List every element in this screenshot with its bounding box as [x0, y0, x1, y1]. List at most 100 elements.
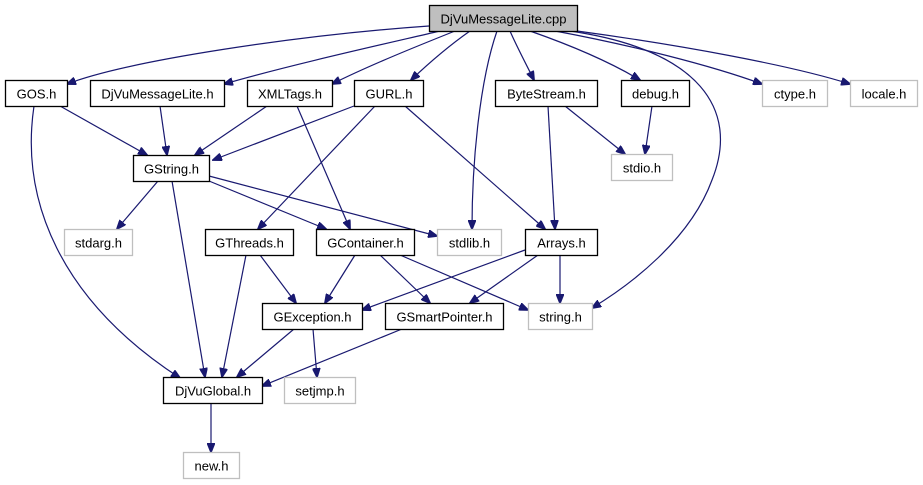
node-root[interactable]: DjVuMessageLite.cpp [428, 4, 579, 33]
node-stdarg: stdarg.h [63, 228, 134, 257]
node-box [63, 228, 134, 257]
node-djvumessagelite-h[interactable]: DjVuMessageLite.h [89, 79, 226, 108]
node-label: DjVuMessageLite.cpp [441, 12, 567, 27]
node-box [182, 451, 241, 480]
node-xmltags[interactable]: XMLTags.h [246, 79, 334, 108]
edge-bytestream-to-arrays [547, 105, 555, 229]
edge-gos-to-djvuglobal [30, 105, 180, 378]
edge-gexception-to-djvuglobal [237, 328, 295, 377]
node-gos[interactable]: GOS.h [4, 79, 69, 108]
node-label: ctype.h [774, 87, 816, 102]
node-box [610, 153, 674, 182]
node-label: DjVuMessageLite.h [101, 87, 213, 102]
node-label: setjmp.h [295, 384, 344, 399]
node-box [132, 154, 211, 183]
node-new: new.h [182, 451, 241, 480]
edge-root-to-stdlib [472, 30, 498, 229]
edge-gsmartpointer-to-djvuglobal [262, 328, 403, 386]
node-box [527, 302, 594, 331]
node-box [761, 79, 829, 108]
node-label: GSmartPointer.h [396, 310, 492, 325]
node-box [494, 79, 599, 108]
edge-gstring-to-gcontainer [208, 180, 326, 229]
edge-root-to-string [569, 30, 721, 308]
edge-root-to-gurl [411, 30, 471, 80]
node-debug[interactable]: debug.h [620, 79, 691, 108]
edge-root-to-djvumessagelite_h [224, 30, 441, 84]
edge-gcontainer-to-gsmartpointer [379, 254, 430, 303]
edge-root-to-gos [67, 25, 430, 84]
node-box [384, 302, 505, 331]
edge-root-to-locale [576, 30, 850, 84]
node-box [428, 4, 579, 33]
edge-xmltags-to-gcontainer [296, 105, 350, 229]
edge-root-to-ctype [554, 30, 762, 84]
node-gurl[interactable]: GURL.h [353, 79, 425, 108]
node-string: string.h [527, 302, 594, 331]
node-label: Arrays.h [537, 236, 585, 251]
edge-gurl-to-arrays [404, 105, 545, 229]
edge-gthreads-to-djvuglobal [222, 254, 247, 377]
edge-root-to-xmltags [332, 30, 456, 84]
edge-gurl-to-gstring [213, 105, 355, 160]
edge-arrays-to-gexception [362, 249, 526, 310]
node-box [283, 376, 357, 405]
node-box [436, 228, 503, 257]
edge-root-to-debug [529, 30, 640, 80]
node-label: string.h [539, 310, 582, 325]
edge-root-to-bytestream [509, 30, 534, 80]
node-locale: locale.h [849, 79, 919, 108]
edge-bytestream-to-stdio [564, 105, 625, 154]
node-bytestream[interactable]: ByteStream.h [494, 79, 599, 108]
node-stdio: stdio.h [610, 153, 674, 182]
node-label: GThreads.h [215, 236, 284, 251]
node-label: GContainer.h [327, 236, 404, 251]
edge-gstring-to-djvuglobal [171, 180, 205, 377]
node-label: GString.h [144, 162, 199, 177]
node-ctype: ctype.h [761, 79, 829, 108]
node-arrays[interactable]: Arrays.h [524, 228, 599, 257]
node-label: stdio.h [623, 161, 661, 176]
node-box [162, 376, 264, 405]
node-gexception[interactable]: GException.h [261, 302, 364, 331]
node-label: XMLTags.h [258, 87, 322, 102]
edge-xmltags-to-gstring [195, 105, 268, 155]
node-setjmp: setjmp.h [283, 376, 357, 405]
node-box [246, 79, 334, 108]
node-box [261, 302, 364, 331]
edge-djvumessagelite_h-to-gstring [159, 105, 167, 155]
edge-gurl-to-gthreads [258, 105, 376, 229]
edges-layer [30, 25, 850, 452]
node-box [524, 228, 599, 257]
node-label: stdarg.h [75, 236, 122, 251]
node-box [89, 79, 226, 108]
edge-gcontainer-to-string [399, 254, 528, 310]
node-label: DjVuGlobal.h [175, 384, 251, 399]
node-box [204, 228, 295, 257]
edge-gcontainer-to-gexception [325, 254, 356, 303]
edge-gstring-to-stdlib [208, 175, 437, 236]
node-label: locale.h [862, 87, 907, 102]
edge-gos-to-gstring [59, 105, 147, 155]
edge-gstring-to-stdarg [117, 180, 159, 229]
node-label: GOS.h [17, 87, 57, 102]
node-stdlib: stdlib.h [436, 228, 503, 257]
node-djvuglobal[interactable]: DjVuGlobal.h [162, 376, 264, 405]
node-gsmartpointer[interactable]: GSmartPointer.h [384, 302, 505, 331]
node-label: ByteStream.h [507, 87, 586, 102]
node-box [620, 79, 691, 108]
edge-debug-to-stdio [645, 105, 653, 154]
edge-arrays-to-gsmartpointer [470, 254, 539, 303]
node-label: GURL.h [366, 87, 413, 102]
node-gstring[interactable]: GString.h [132, 154, 211, 183]
node-box [4, 79, 69, 108]
node-box [315, 228, 416, 257]
node-gcontainer[interactable]: GContainer.h [315, 228, 416, 257]
node-label: new.h [195, 459, 229, 474]
edge-gexception-to-setjmp [313, 328, 317, 377]
node-label: stdlib.h [449, 236, 490, 251]
node-gthreads[interactable]: GThreads.h [204, 228, 295, 257]
edge-gthreads-to-gexception [259, 254, 296, 303]
